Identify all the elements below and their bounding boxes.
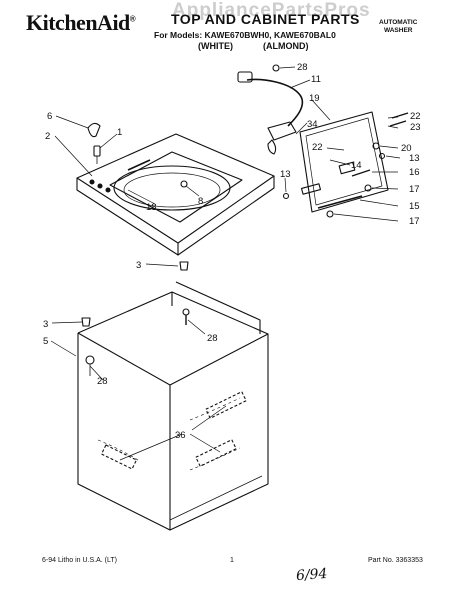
callout-22-right: 22 [410, 111, 421, 122]
callout-16: 16 [409, 167, 420, 178]
callout-34: 34 [307, 119, 318, 130]
callout-5: 5 [43, 336, 48, 347]
callout-15: 15 [409, 201, 420, 212]
callout-1: 1 [117, 127, 122, 138]
screw-28-cabinet [182, 308, 190, 316]
strap-16 [351, 169, 371, 177]
screw-17-upper [364, 184, 372, 192]
callout-6: 6 [47, 111, 52, 122]
screw-13-left [282, 192, 290, 200]
screw-28-top [272, 64, 280, 72]
callout-14: 14 [351, 160, 362, 171]
cabinet-front-top [77, 332, 171, 386]
callout-numbers: 28 11 19 22 23 34 6 1 2 22 20 13 16 14 1… [43, 62, 421, 441]
hinge-bar-14 [300, 183, 322, 195]
footer-print-info: 6-94 Litho in U.S.A. (LT) [42, 557, 117, 564]
callout-8: 8 [198, 196, 203, 207]
callout-28-harness: 28 [297, 62, 308, 73]
mounting-screw-23 [389, 120, 407, 127]
rear-panel-frame [299, 111, 389, 213]
label-plate-36c [205, 391, 247, 419]
clip-3-left [81, 317, 91, 327]
tub-ring [113, 165, 231, 211]
callout-3-top: 3 [136, 260, 141, 271]
lid-hinge-rod [127, 159, 151, 171]
rear-panel-inner [305, 117, 383, 206]
screw-17-lower [326, 210, 334, 218]
callout-20: 20 [401, 143, 412, 154]
top-panel-front-edge [76, 178, 179, 256]
brand-name: KitchenAid [26, 10, 130, 35]
model-numbers: For Models: KAWE670BWH0, KAWE670BAL0 [154, 30, 336, 40]
cabinet-assembly [77, 281, 269, 531]
callout-13-right: 13 [409, 153, 420, 164]
hinge-and-bumper [87, 122, 101, 164]
product-line-2: WASHER [383, 27, 413, 35]
wire-harness [246, 78, 304, 127]
cabinet-top-left-edge [77, 291, 269, 335]
callout-18: 18 [146, 202, 157, 213]
product-line-1: AUTOMATIC [379, 19, 418, 26]
hinge-clip [87, 122, 101, 138]
clip-fasteners [81, 261, 189, 327]
bumper-hole-1 [89, 179, 95, 185]
cabinet-right-side [169, 333, 269, 531]
footer-page-number: 1 [230, 557, 234, 564]
callout-28-cabinet: 28 [207, 333, 218, 344]
callout-22-inner: 22 [312, 142, 323, 153]
callout-2: 2 [45, 131, 50, 142]
footer-part-number: Part No. 3363353 [368, 557, 423, 564]
cabinet-clip-28 [85, 355, 95, 365]
bumper-hole-3 [105, 187, 111, 193]
callout-3-left: 3 [43, 319, 48, 330]
hinge-rod-15 [317, 195, 363, 209]
lid-switch-body [267, 121, 297, 141]
harness-connector [237, 71, 253, 83]
handwritten-date: 6/94 [295, 565, 328, 585]
variant-white: (WHITE) [198, 41, 233, 51]
lid-switch-harness [237, 64, 304, 155]
cabinet-side-front [77, 333, 171, 531]
callout-17-upper: 17 [409, 184, 420, 195]
dent-mark-2 [189, 397, 241, 421]
label-plate-36a [100, 444, 138, 470]
diagram-title: TOP AND CABINET PARTS [171, 11, 360, 27]
clip-20 [372, 142, 380, 150]
callout-17-lower: 17 [409, 216, 420, 227]
top-panel-side-edge [177, 176, 275, 256]
callout-19: 19 [309, 93, 320, 104]
bumper [93, 145, 101, 157]
label-plate-36b [195, 439, 237, 467]
callout-23: 23 [410, 122, 421, 133]
washer-top-assembly [76, 133, 275, 256]
leader-lines [50, 66, 401, 461]
callout-36: 36 [175, 430, 186, 441]
clip-13-right [378, 152, 386, 160]
brand-registered-mark: ® [129, 14, 136, 24]
cabinet-rear-flange [175, 281, 261, 334]
lid-switch-actuator [267, 139, 277, 155]
watermark: AppliancePartsPros [172, 0, 371, 21]
callout-11: 11 [311, 74, 321, 85]
clip-3-top [179, 261, 189, 271]
tub-ring-inner [123, 172, 221, 208]
callout-13-left: 13 [280, 169, 291, 180]
cabinet-front-flange [169, 475, 263, 530]
top-screw-8 [180, 180, 188, 188]
variant-almond: (ALMOND) [263, 41, 309, 51]
callout-28-clip: 28 [97, 376, 108, 387]
brand-logo: KitchenAid® [26, 10, 136, 36]
bumper-hole-2 [97, 183, 103, 189]
dent-mark-3 [189, 447, 241, 471]
color-variants: (WHITE) (ALMOND) [198, 41, 309, 51]
